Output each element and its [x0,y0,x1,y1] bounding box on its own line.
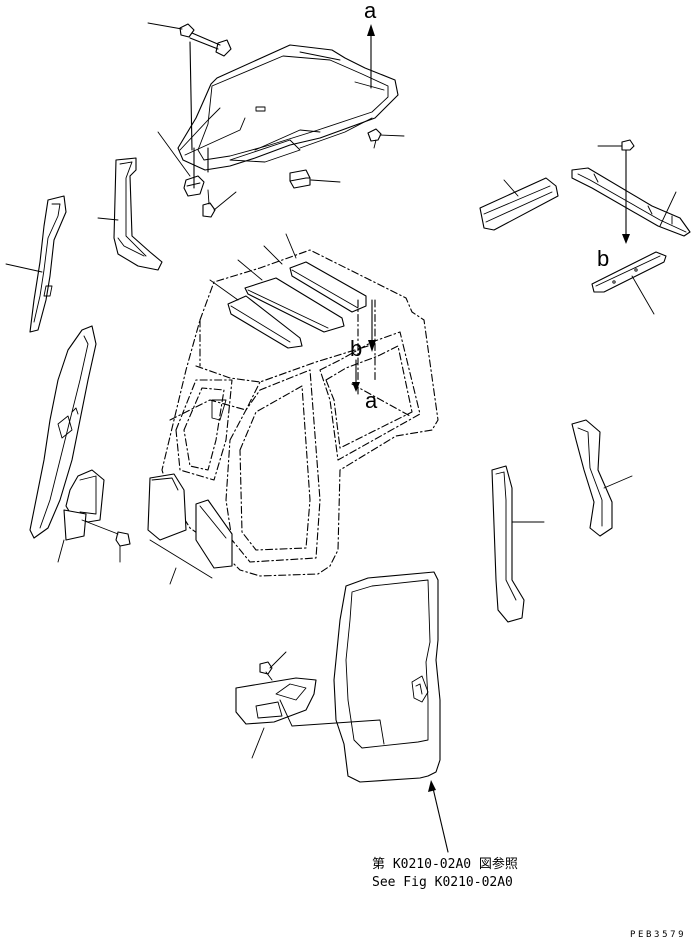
right-clip-bolt [597,139,635,217]
right-upper-rail-right [571,167,691,237]
reference-pointer-arrow [428,780,449,853]
right-rear-pillar-trim [571,419,633,537]
roof-clip-pin [147,22,232,57]
door-frame [333,571,441,783]
cab-frame [161,249,439,577]
front-lower-trim [147,473,233,585]
right-upper-rail-left [479,177,559,231]
left-rear-pillar-trim [5,195,67,333]
door-trim-panel [235,677,385,759]
marker-a-top-label: a [364,0,377,23]
left-corner-cover [57,469,131,563]
right-lower-rail [591,191,677,315]
drawing-code: PEB3579 [630,930,686,939]
reference-note-english: See Fig K0210-02A0 [372,875,513,890]
marker-b-lower-arrow [352,359,360,392]
roof-block-clip [289,169,341,189]
left-front-pillar-trim [29,325,97,539]
right-center-pillar-trim [491,465,545,623]
roof-bolt [157,41,237,218]
left-center-pillar-trim [97,157,163,271]
marker-a-lower-arrow [368,299,376,352]
reference-note-japanese: 第 K0210-02A0 図参照 [372,856,518,872]
marker-a-top-arrow [367,24,375,89]
door-clip [259,651,287,681]
roof-ribs [209,233,367,349]
marker-b-arrow [622,215,630,244]
roof-clip-small [367,128,405,149]
marker-b-center-label: b [350,336,362,361]
roof-headliner-panel [177,44,399,171]
marker-b-right-label: b [597,246,609,271]
marker-a-center-label: a [365,388,378,413]
